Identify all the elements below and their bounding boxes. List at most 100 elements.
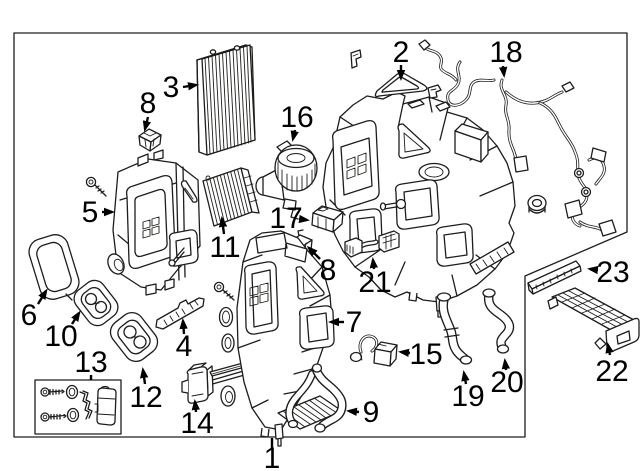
callout-14: 14 <box>180 399 214 440</box>
callout-12: 12 <box>129 367 163 414</box>
callout-3: 3 <box>163 71 199 104</box>
callout-7: 7 <box>328 306 363 339</box>
callout-4: 4 <box>176 318 193 363</box>
callout-21: 21 <box>358 257 392 299</box>
callout-1: 1 <box>264 438 281 471</box>
callout-5: 5 <box>82 196 115 229</box>
leader-arrow <box>142 116 152 132</box>
callout-18: 18 <box>489 36 523 78</box>
screw-drawing <box>213 281 235 301</box>
callout-label: 1 <box>264 442 281 471</box>
callout-label: 7 <box>346 306 363 339</box>
seal-strip-drawing <box>209 362 246 377</box>
leader-arrow <box>70 310 81 325</box>
leader-arrow <box>191 399 200 413</box>
callout-label: 4 <box>176 330 193 363</box>
callout-label: 3 <box>163 71 180 104</box>
callout-label: 21 <box>358 266 391 299</box>
callout-label: 11 <box>209 231 240 264</box>
callout-label: 6 <box>21 299 38 332</box>
blower-resistor-drawing <box>311 205 344 233</box>
heater-water-pipe-drawing <box>436 292 473 365</box>
leader-arrow <box>501 358 511 371</box>
hardware-kit-drawing <box>34 379 122 435</box>
drain-hose-drawing <box>277 363 347 433</box>
link-lever-drawing <box>155 297 205 330</box>
callout-13: 13 <box>74 346 108 380</box>
leader-arrow <box>218 216 228 235</box>
callout-label: 14 <box>180 407 213 440</box>
callout-label: 19 <box>451 380 484 413</box>
heater-core-seal-drawing <box>527 260 582 295</box>
blower-case-drawing <box>112 149 201 296</box>
leader-arrow <box>498 65 508 78</box>
callout-label: 5 <box>82 196 99 229</box>
leader-arrow <box>290 129 299 142</box>
callout-23: 23 <box>587 256 630 289</box>
leader-arrow <box>369 257 379 270</box>
callout-9: 9 <box>346 396 380 429</box>
callout-label: 18 <box>489 36 522 69</box>
case-seal-drawing <box>28 234 80 301</box>
door-actuator-drawing <box>181 362 253 404</box>
thermistor-sensor-drawing <box>349 334 398 367</box>
leader-arrow <box>298 214 310 224</box>
screw-drawing <box>85 176 107 197</box>
leader-arrow <box>36 288 48 305</box>
callout-10: 10 <box>44 310 81 353</box>
evaporator-core-drawing <box>202 167 260 227</box>
callout-2: 2 <box>393 36 410 81</box>
evaporator-case-drawing <box>236 230 335 447</box>
callouts: 1 2 3 4 5 6 7 8 <box>21 36 630 471</box>
callout-20: 20 <box>490 358 524 399</box>
callout-6: 6 <box>21 288 48 332</box>
callout-11: 11 <box>209 216 241 264</box>
callout-label: 15 <box>409 338 442 371</box>
callout-label: 13 <box>74 346 107 379</box>
callout-label: 9 <box>363 396 380 429</box>
callout-16: 16 <box>280 101 314 142</box>
callout-label: 16 <box>280 101 313 134</box>
callout-label: 23 <box>596 256 629 289</box>
wiring-harness-drawing <box>418 39 617 237</box>
blower-motor-drawing <box>255 140 318 220</box>
callout-label: 12 <box>129 381 162 414</box>
callout-8-lower: 8 <box>306 245 337 287</box>
callout-label: 20 <box>490 366 523 399</box>
leader-arrow <box>605 342 614 356</box>
callout-label: 22 <box>595 355 628 388</box>
callout-19: 19 <box>451 370 485 413</box>
diagram-border <box>13 32 628 438</box>
callout-label: 8 <box>320 254 337 287</box>
leader-arrow <box>398 348 411 358</box>
heater-water-hose-drawing <box>482 288 515 354</box>
grommet-drawing <box>107 253 125 275</box>
leader-arrow <box>587 265 599 275</box>
leader-arrow <box>182 82 199 91</box>
main-unit-drawing <box>322 91 516 318</box>
mode-door-front-drawing <box>73 279 119 327</box>
o-ring-drawing <box>218 306 235 353</box>
leader-arrow <box>346 407 360 416</box>
heater-core-drawing <box>547 287 640 353</box>
callout-8-upper: 8 <box>140 87 157 132</box>
leader-arrow <box>306 245 321 260</box>
leader-arrow <box>461 370 470 385</box>
callout-15: 15 <box>398 338 443 371</box>
leader-arrow <box>179 318 188 335</box>
callout-22: 22 <box>595 342 629 388</box>
small-clip-drawing <box>427 84 442 99</box>
retaining-clip-upper-drawing <box>138 128 162 152</box>
grommet-drawing <box>220 385 236 407</box>
callout-label: 17 <box>269 202 302 235</box>
jumper-harness-drawing <box>344 230 400 258</box>
callout-17: 17 <box>269 202 310 235</box>
callout-label: 10 <box>44 320 77 353</box>
leader-arrow <box>139 367 149 385</box>
callout-label: 2 <box>393 36 410 69</box>
cabin-air-filter-drawing <box>196 44 256 156</box>
mode-door-rear-drawing <box>109 311 159 363</box>
callout-label: 8 <box>140 87 157 120</box>
